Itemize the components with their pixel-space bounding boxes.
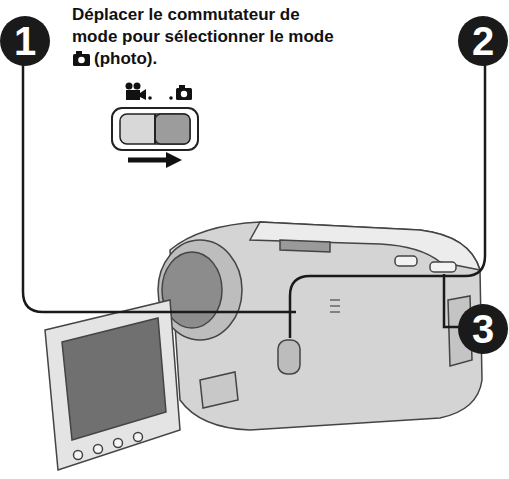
movie-icon (134, 83, 141, 90)
direction-arrowhead (166, 152, 182, 168)
camcorder (45, 222, 482, 470)
callout-circle: 1 (0, 16, 50, 66)
movie-icon (126, 83, 133, 90)
camera-icon-lens (181, 91, 187, 97)
camera-icon-top (76, 51, 82, 55)
panel-button (114, 439, 123, 448)
snapshot-button (430, 262, 456, 272)
callout-number: 3 (472, 309, 494, 349)
indicator-dot (148, 96, 152, 100)
speaker-grille (330, 300, 340, 312)
switch-knob (155, 114, 190, 144)
indicator-dot (169, 96, 173, 100)
panel-button (134, 433, 143, 442)
switch-divider (154, 114, 156, 144)
leader-line (290, 62, 485, 338)
switch-frame (112, 108, 198, 150)
switch-track (120, 114, 190, 144)
panel-button (94, 445, 103, 454)
callout-number: 2 (472, 21, 494, 61)
callout-number: 1 (14, 21, 36, 61)
start-stop-button (278, 340, 300, 374)
terminal-cover (200, 372, 238, 408)
camera-icon-body (176, 88, 192, 100)
movie-icon (126, 90, 140, 100)
leader-line (23, 62, 296, 312)
camera-icon-lens (78, 57, 85, 64)
camera-icon-body (73, 54, 90, 66)
zoom-lever (395, 256, 417, 266)
instruction-text: Déplacer le commutateur de mode pour sél… (72, 4, 344, 48)
camera-icon-top (179, 85, 185, 89)
photo-mode-icon (73, 51, 90, 66)
mode-switch-closeup (112, 83, 198, 169)
instruction-text: (photo). (94, 48, 234, 70)
panel-button (74, 451, 83, 460)
lcd-screen (62, 318, 166, 440)
mode-switch (280, 240, 330, 252)
callout-circle: 2 (458, 16, 508, 66)
leader-lines (23, 62, 485, 338)
lcd-panel (45, 300, 180, 470)
callout-circle: 3 (458, 304, 508, 354)
movie-icon (140, 89, 146, 100)
direction-arrow (128, 158, 168, 163)
